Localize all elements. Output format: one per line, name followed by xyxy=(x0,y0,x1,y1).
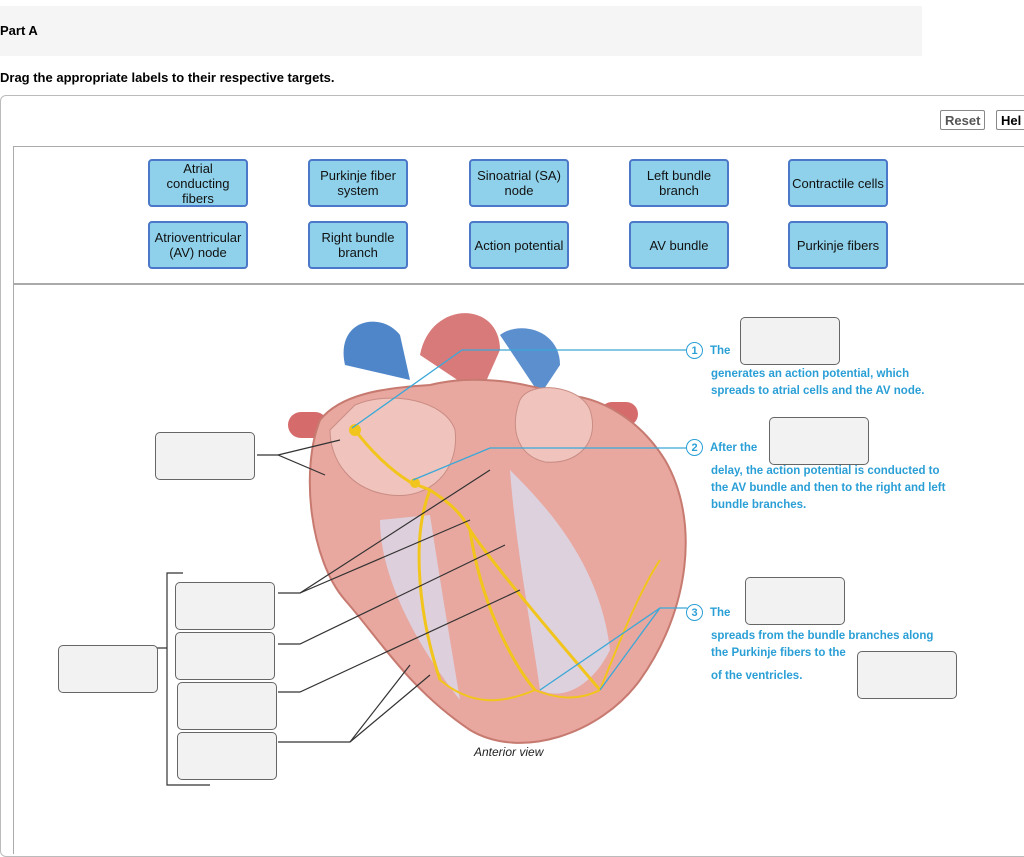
step-3-after-a: spreads from the bundle branches along t… xyxy=(711,630,934,659)
drop-target-atrial-fibers[interactable] xyxy=(155,432,255,480)
drop-target-ventricle-4[interactable] xyxy=(177,732,277,780)
drop-target-step-2[interactable] xyxy=(769,417,869,465)
label-sinoatrial-node[interactable]: Sinoatrial (SA) node xyxy=(469,159,569,207)
aorta xyxy=(420,313,500,395)
right-atrium xyxy=(329,397,457,497)
diagram-caption: Anterior view xyxy=(474,745,544,759)
label-contractile-cells[interactable]: Contractile cells xyxy=(788,159,888,207)
help-button[interactable]: Hel xyxy=(996,110,1024,130)
target-leader-lines xyxy=(118,439,521,786)
label-purkinje-fiber-system[interactable]: Purkinje fiber system xyxy=(308,159,408,207)
step-1-before: The xyxy=(710,345,731,357)
label-action-potential[interactable]: Action potential xyxy=(469,221,569,269)
step-2-after: delay, the action potential is conducted… xyxy=(711,465,946,511)
step-2-before: After the xyxy=(710,442,758,454)
superior-vena-cava xyxy=(343,321,410,380)
label-bank xyxy=(13,146,1024,285)
label-atrial-conducting-fibers[interactable]: Atrial conducting fibers xyxy=(148,159,248,207)
purkinje-network xyxy=(439,559,661,702)
drop-target-ventricle-3[interactable] xyxy=(177,682,277,730)
label-left-bundle-branch[interactable]: Left bundle branch xyxy=(629,159,729,207)
reset-button[interactable]: Reset xyxy=(940,110,986,130)
drop-target-ventricle-1[interactable] xyxy=(175,582,275,630)
step-leader-lines xyxy=(351,349,687,691)
drop-target-ventricular-group[interactable] xyxy=(58,645,158,693)
label-atrioventricular-node[interactable]: Atrioventricular (AV) node xyxy=(148,221,248,269)
step-3-after-b: of the ventricles. xyxy=(711,670,803,682)
step-2-number: 2 xyxy=(686,439,703,456)
left-ventricle xyxy=(510,470,610,694)
drop-target-step-1[interactable] xyxy=(740,317,840,365)
step-1-number: 1 xyxy=(686,342,703,359)
drop-target-ventricle-2[interactable] xyxy=(175,632,275,680)
part-title: Part A xyxy=(0,23,38,38)
step-1-after: generates an action potential, which spr… xyxy=(711,368,925,397)
label-av-bundle[interactable]: AV bundle xyxy=(629,221,729,269)
diagram-board xyxy=(13,283,1024,854)
step-3-number: 3 xyxy=(686,604,703,621)
part-header xyxy=(0,6,922,56)
drop-target-step-3b[interactable] xyxy=(857,651,957,699)
instructions: Drag the appropriate labels to their res… xyxy=(0,70,335,85)
pulmonary-trunk xyxy=(500,328,560,395)
conduction-pathway xyxy=(353,429,602,691)
step-3-before: The xyxy=(710,607,731,619)
label-right-bundle-branch[interactable]: Right bundle branch xyxy=(308,221,408,269)
sa-node xyxy=(349,424,361,436)
av-node xyxy=(410,478,420,488)
drop-target-step-3[interactable] xyxy=(745,577,845,625)
right-ventricle xyxy=(380,515,460,700)
label-purkinje-fibers[interactable]: Purkinje fibers xyxy=(788,221,888,269)
left-atrium xyxy=(514,387,594,463)
